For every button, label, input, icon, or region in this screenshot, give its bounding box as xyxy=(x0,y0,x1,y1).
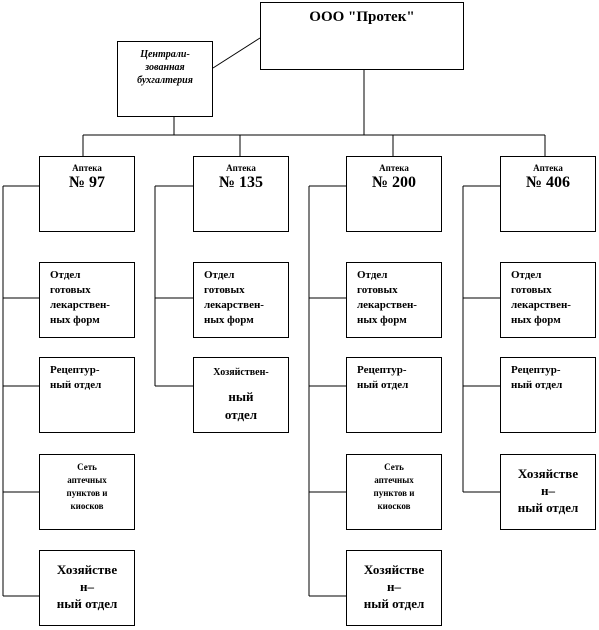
department-label: Отдел готовых лекарствен- ных форм xyxy=(357,269,417,326)
pharmacy-number: № 97 xyxy=(68,174,106,191)
department-label-top: Хозяйствен- xyxy=(213,367,269,378)
pharmacy-135-box: Аптека № 135 xyxy=(193,156,289,232)
department-household: Хозяйстве н– ный отдел xyxy=(39,550,135,626)
pharmacy-number: № 135 xyxy=(218,174,264,191)
department-pharmacy-network: Сеть аптечных пунктов и киосков xyxy=(39,454,135,530)
pharmacy-number: № 406 xyxy=(525,174,571,191)
central-accounting-box: Централи- зованная бухгалтерия xyxy=(117,41,213,117)
department-label: Сеть аптечных пунктов и киосков xyxy=(373,462,415,511)
root-organization-box: ООО "Протек" xyxy=(260,2,464,70)
department-household: Хозяйствен- ный отдел xyxy=(193,357,289,433)
pharmacy-97-box: Аптека № 97 xyxy=(39,156,135,232)
department-label: Рецептур- ный отдел xyxy=(50,364,102,391)
root-accounting-connector xyxy=(212,37,261,69)
department-label: Рецептур- ный отдел xyxy=(357,364,409,391)
department-label: Хозяйстве н– ный отдел xyxy=(517,466,579,515)
department-finished-forms: Отдел готовых лекарствен- ных форм xyxy=(500,262,596,338)
department-prescription: Рецептур- ный отдел xyxy=(346,357,442,433)
pharmacy-200-box: Аптека № 200 xyxy=(346,156,442,232)
department-label: Сеть аптечных пунктов и киосков xyxy=(66,462,108,511)
pharmacy-caption: Аптека xyxy=(226,163,256,173)
department-finished-forms: Отдел готовых лекарствен- ных форм xyxy=(346,262,442,338)
department-label: Рецептур- ный отдел xyxy=(511,364,563,391)
pharmacy-caption: Аптека xyxy=(72,163,102,173)
pharmacy-caption: Аптека xyxy=(379,163,409,173)
department-label: Хозяйстве н– ный отдел xyxy=(56,562,118,611)
department-pharmacy-network: Сеть аптечных пунктов и киосков xyxy=(346,454,442,530)
department-prescription: Рецептур- ный отдел xyxy=(500,357,596,433)
department-household: Хозяйстве н– ный отдел xyxy=(500,454,596,530)
department-label: Отдел готовых лекарствен- ных форм xyxy=(204,269,264,326)
department-finished-forms: Отдел готовых лекарствен- ных форм xyxy=(193,262,289,338)
department-prescription: Рецептур- ный отдел xyxy=(39,357,135,433)
central-accounting-label: Централи- зованная бухгалтерия xyxy=(137,49,193,86)
department-label: Отдел готовых лекарствен- ных форм xyxy=(50,269,110,326)
department-label: Отдел готовых лекарствен- ных форм xyxy=(511,269,571,326)
department-label-bottom: ный отдел xyxy=(224,389,258,422)
pharmacy-406-box: Аптека № 406 xyxy=(500,156,596,232)
pharmacy-number: № 200 xyxy=(371,174,417,191)
department-label: Хозяйстве н– ный отдел xyxy=(363,562,425,611)
root-label: ООО "Протек" xyxy=(309,9,415,25)
department-finished-forms: Отдел готовых лекарствен- ных форм xyxy=(39,262,135,338)
department-household: Хозяйстве н– ный отдел xyxy=(346,550,442,626)
pharmacy-caption: Аптека xyxy=(533,163,563,173)
